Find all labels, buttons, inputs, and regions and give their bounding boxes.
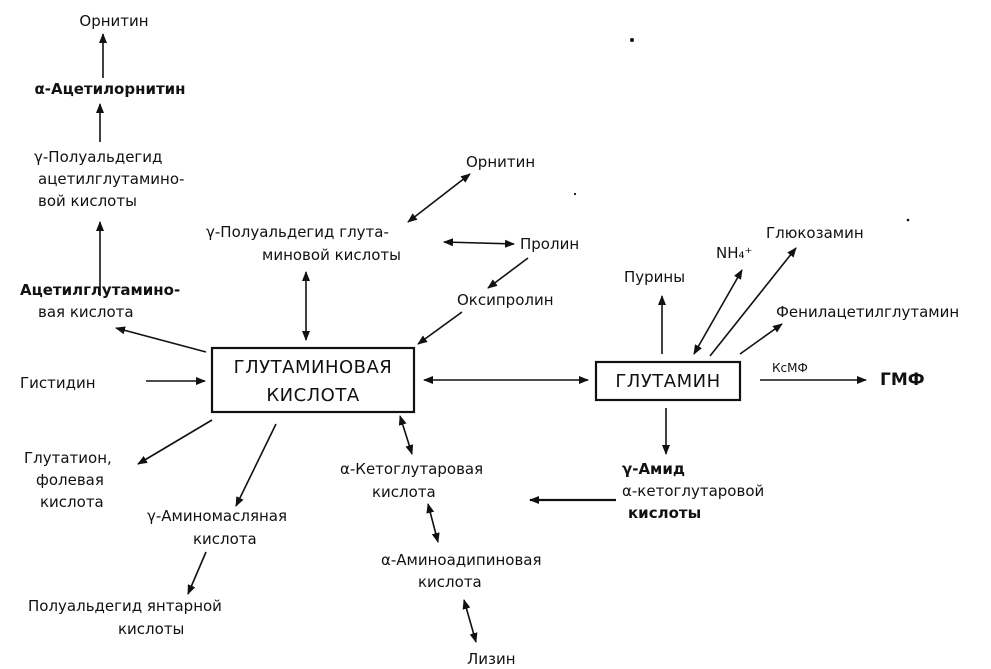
acetylglutamic-semialdehyde-line1: γ-Полуальдегид bbox=[34, 148, 162, 166]
succinic-semialdehyde-line2: кислоты bbox=[118, 620, 184, 638]
proline-label: Пролин bbox=[520, 235, 579, 253]
acetylglutamic-semialdehyde-line3: вой кислоты bbox=[38, 192, 137, 210]
glutamic-acid-label-line1: ГЛУТАМИНОВАЯ bbox=[234, 357, 393, 378]
arrow-gaba-to-succinic-semialdehyde bbox=[187, 551, 207, 595]
arrow-hydroxyproline-to-glutamate bbox=[417, 311, 463, 345]
arrow-ketoglutarate-aminoadipic bbox=[426, 503, 440, 543]
glutamic-acid-box bbox=[210, 346, 416, 414]
lysine-label: Лизин bbox=[467, 650, 516, 668]
histidine-label: Гистидин bbox=[20, 374, 96, 392]
ornithine-top-label: Орнитин bbox=[79, 12, 148, 30]
aminoadipic-line2: кислота bbox=[418, 573, 482, 591]
glutamine-label: ГЛУТАМИН bbox=[615, 371, 720, 392]
glutamine-box bbox=[594, 360, 742, 402]
arrow-glutamate-to-gaba bbox=[235, 423, 277, 507]
gmp-label: ГМФ bbox=[880, 370, 925, 390]
purines-label: Пурины bbox=[624, 268, 685, 286]
scan-speck bbox=[573, 192, 577, 196]
ketoglutaramate-line2: α-кетоглутаровой bbox=[622, 482, 764, 500]
acetylglutamic-acid-line2: вая кислота bbox=[38, 303, 134, 321]
arrow-glutamate-to-glutathione bbox=[137, 419, 213, 465]
ketoglutaramate-line1: γ-Амид bbox=[622, 460, 685, 478]
ornithine-mid-label: Орнитин bbox=[466, 153, 535, 171]
arrow-proline-to-hydroxyproline bbox=[487, 257, 529, 289]
arrow-glutamine-to-glucosamine bbox=[709, 247, 797, 357]
succinic-semialdehyde-line1: Полуальдегид янтарной bbox=[28, 597, 222, 615]
glutathione-line2: фолевая bbox=[36, 471, 104, 489]
arrow-glutamine-ammonium bbox=[693, 269, 743, 355]
glutathione-line1: Глутатион, bbox=[24, 449, 112, 467]
arrow-glutamate-to-acetylglutamate bbox=[115, 326, 207, 353]
gaba-line1: γ-Аминомасляная bbox=[147, 507, 287, 525]
ketoglutarate-line1: α-Кетоглутаровая bbox=[340, 460, 483, 478]
acetylglutamic-semialdehyde-line2: ацетилглутамино- bbox=[38, 170, 184, 188]
arrow-semialdehyde-ornithine bbox=[407, 173, 471, 223]
xmp-label: КсМФ bbox=[772, 361, 808, 375]
hydroxyproline-label: Оксипролин bbox=[457, 291, 554, 309]
acetylornithine-label: α-Ацетилорнитин bbox=[34, 80, 185, 98]
scan-speck bbox=[630, 38, 634, 42]
glutamic-acid-label-line2: КИСЛОТА bbox=[266, 385, 360, 406]
glutamic-semialdehyde-line2: миновой кислоты bbox=[262, 246, 401, 264]
glutamic-semialdehyde-line1: γ-Полуальдегид глута- bbox=[206, 223, 389, 241]
glutathione-line3: кислота bbox=[40, 493, 104, 511]
ammonium-label: NH₄⁺ bbox=[716, 244, 752, 262]
aminoadipic-line1: α-Аминоадипиновая bbox=[381, 551, 542, 569]
scan-speck bbox=[906, 218, 910, 222]
arrow-aminoadipic-lysine bbox=[462, 599, 478, 643]
phenylacetylglutamine-label: Фенилацетилглутамин bbox=[776, 303, 959, 321]
ketoglutaramate-line3: кислоты bbox=[628, 504, 701, 522]
arrow-semialdehyde-proline bbox=[443, 238, 515, 248]
gaba-line2: кислота bbox=[193, 530, 257, 548]
ketoglutarate-line2: кислота bbox=[372, 483, 436, 501]
glucosamine-label: Глюкозамин bbox=[766, 224, 864, 242]
arrow-glutamine-to-phenylacetylglutamine bbox=[739, 323, 783, 355]
arrow-glutamate-ketoglutarate bbox=[398, 415, 414, 455]
